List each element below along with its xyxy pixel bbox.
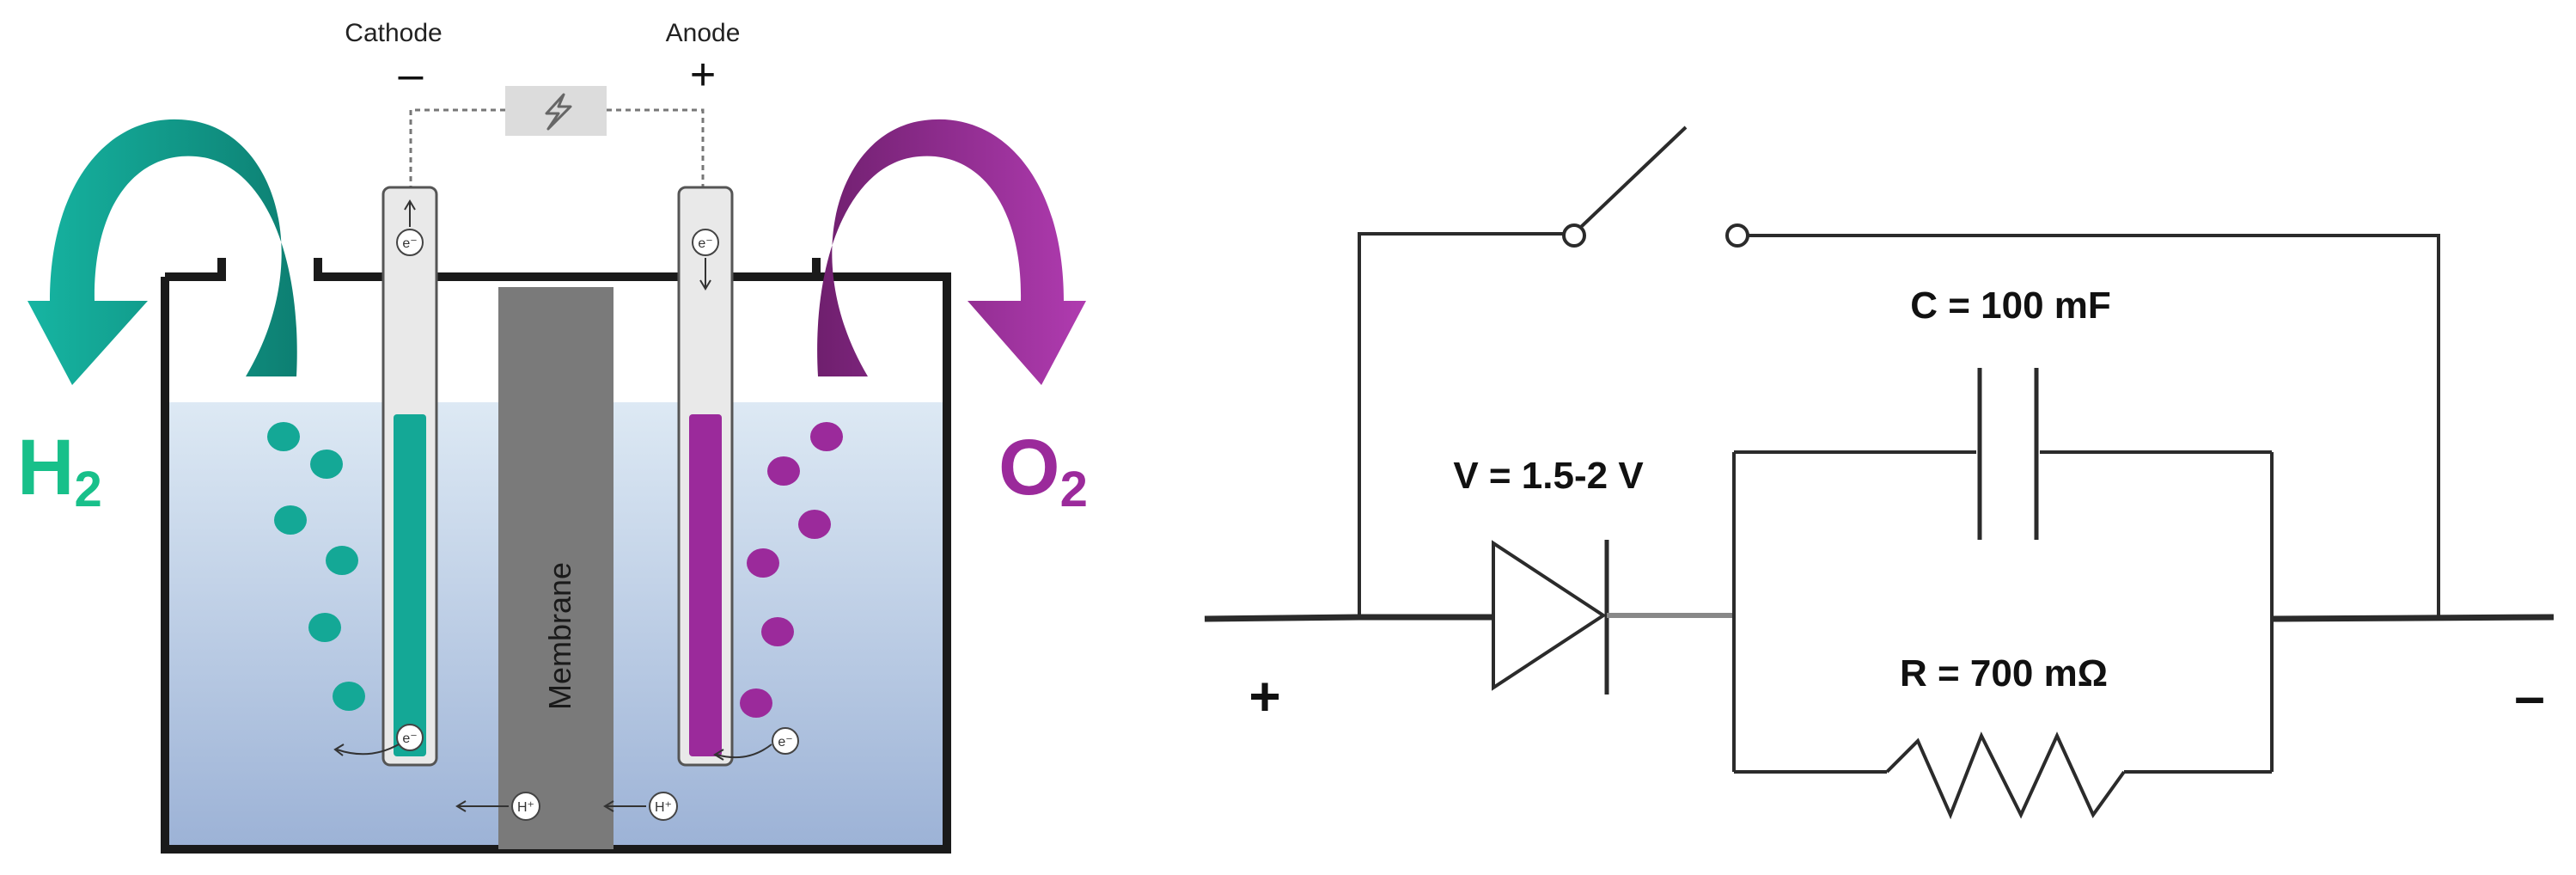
cathode-label: Cathode	[345, 19, 442, 47]
electrolyzer-diagram: Membrane Cathode Anode – + e⁻ e⁻ e⁻	[17, 19, 1088, 854]
negative-terminal: –	[2514, 665, 2545, 727]
external-wire	[409, 108, 705, 191]
resistor	[1885, 731, 2126, 820]
diode	[1359, 540, 1734, 694]
svg-text:H⁺: H⁺	[655, 800, 672, 815]
hydrogen-label: H2	[17, 424, 102, 517]
svg-text:e⁻: e⁻	[402, 236, 417, 251]
capacitor	[1977, 368, 2039, 540]
equivalent-circuit	[1204, 125, 2555, 820]
oxygen-arrow-icon	[817, 119, 1086, 385]
capacitor-label: C = 100 mF	[1910, 285, 2111, 327]
resistor-label: R = 700 mΩ	[1900, 652, 2108, 694]
membrane	[498, 287, 613, 849]
anode-electrode: e⁻ e⁻	[677, 186, 799, 767]
wire-switch-right	[1748, 234, 2440, 617]
proton-transport: H⁺ H⁺	[455, 792, 678, 821]
svg-text:H⁺: H⁺	[517, 800, 534, 815]
svg-text:e⁻: e⁻	[402, 731, 417, 746]
power-source-box	[505, 86, 607, 136]
cathode-electrode: e⁻ e⁻	[333, 186, 438, 767]
lightning-icon	[545, 93, 572, 131]
cathode-sign: –	[399, 50, 424, 100]
membrane-label: Membrane	[542, 562, 577, 710]
anode-sign: +	[690, 50, 716, 100]
wire-output	[2271, 614, 2555, 622]
oxygen-bubbles	[740, 422, 843, 718]
positive-terminal: +	[1248, 665, 1280, 727]
hydrogen-arrow-icon	[27, 119, 297, 385]
wire-input	[1204, 614, 1360, 622]
oxygen-label: O2	[998, 424, 1088, 517]
switch	[1562, 125, 1749, 248]
tank-lid-left	[165, 258, 226, 281]
tank-lid-middle	[314, 258, 816, 281]
svg-text:e⁻: e⁻	[698, 236, 712, 251]
svg-text:e⁻: e⁻	[778, 735, 792, 750]
hydrogen-bubbles	[267, 422, 365, 711]
anode-label: Anode	[666, 19, 741, 47]
wire-switch-left	[1358, 232, 1564, 617]
voltage-label: V = 1.5-2 V	[1453, 455, 1644, 497]
